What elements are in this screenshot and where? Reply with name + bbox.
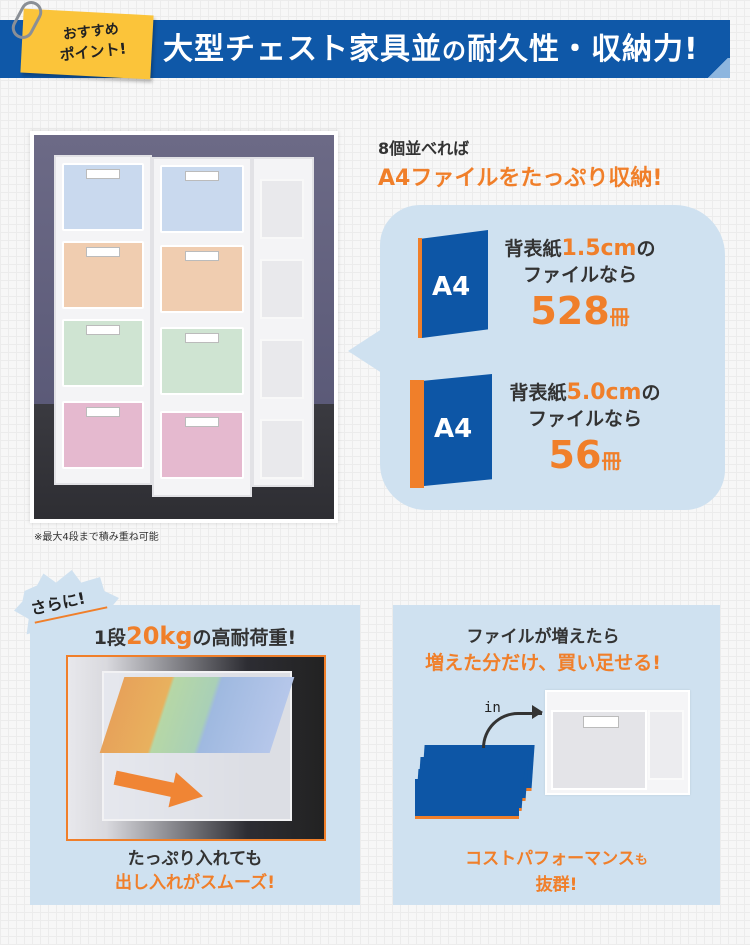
stacking-note: ※最大4段まで積み重ね可能 bbox=[34, 532, 159, 543]
book-cover bbox=[422, 230, 488, 338]
title-part2: 耐久性・収納力! bbox=[467, 32, 699, 67]
file-stack-icon bbox=[415, 745, 535, 825]
spec-suffix: の bbox=[636, 238, 656, 260]
expand-title-line1: ファイルが増えたら bbox=[466, 627, 620, 647]
drawer-handle bbox=[185, 171, 219, 181]
spec-suffix: の bbox=[641, 382, 661, 404]
expand-caption: コストパフォーマンスも 抜群! bbox=[393, 847, 720, 897]
expand-caption-small: も bbox=[634, 853, 648, 868]
stacked-file bbox=[415, 779, 519, 819]
spec-unit: 冊 bbox=[609, 305, 630, 329]
product-photo bbox=[34, 135, 334, 519]
spec-thickness: 5.0cm bbox=[566, 380, 642, 405]
drawer bbox=[160, 327, 244, 395]
capacity-spec-2: 背表紙5.0cmの ファイルなら 56冊 bbox=[495, 380, 675, 484]
book-spine bbox=[418, 238, 422, 338]
capacity-spec-1: 背表紙1.5cmの ファイルなら 528冊 bbox=[490, 236, 670, 340]
load-title-prefix: 1段 bbox=[93, 627, 126, 649]
side-panel bbox=[260, 179, 304, 239]
drawer-handle bbox=[86, 407, 120, 417]
spec-prefix: 背表紙 bbox=[509, 382, 567, 404]
open-drawer bbox=[99, 671, 295, 821]
drawer bbox=[62, 319, 144, 387]
drawer bbox=[160, 165, 244, 233]
chest-right-front bbox=[152, 157, 252, 497]
spec-unit: 冊 bbox=[601, 449, 622, 473]
drawer-handle bbox=[86, 169, 120, 179]
unit-side bbox=[648, 710, 684, 780]
spec-count: 528 bbox=[530, 289, 610, 333]
drawer-handle bbox=[583, 716, 619, 728]
side-panel bbox=[260, 419, 304, 479]
hanging-files bbox=[99, 677, 295, 753]
load-caption-line1: たっぷり入れても bbox=[127, 849, 263, 869]
drawer-handle bbox=[185, 251, 219, 261]
expand-caption-main: コストパフォーマンス bbox=[465, 849, 635, 869]
page-title: 大型チェスト家具並の耐久性・収納力! bbox=[163, 30, 699, 70]
chest-right-side bbox=[252, 157, 314, 487]
drawer bbox=[62, 163, 144, 231]
drawer-handle bbox=[185, 417, 219, 427]
drawer bbox=[62, 401, 144, 469]
drawer bbox=[160, 411, 244, 479]
banner-fold bbox=[706, 58, 730, 78]
expand-caption-line2: 抜群! bbox=[535, 875, 578, 895]
a4-file-icon-thick: A4 bbox=[410, 370, 496, 490]
slide-arrow-icon bbox=[111, 760, 207, 814]
book-spine bbox=[410, 380, 424, 488]
title-part1: 大型チェスト家具並 bbox=[163, 32, 442, 67]
capacity-headline: A4ファイルをたっぷり収納! bbox=[378, 166, 663, 191]
arrow-head-icon bbox=[532, 705, 543, 719]
a4-file-icon-thin: A4 bbox=[418, 230, 490, 340]
side-panel bbox=[260, 259, 304, 319]
spec-thickness: 1.5cm bbox=[561, 236, 637, 261]
book-cover bbox=[424, 374, 492, 486]
book-label: A4 bbox=[434, 414, 473, 444]
load-caption-line2: 出し入れがスムーズ! bbox=[115, 873, 275, 893]
drawer bbox=[160, 245, 244, 313]
load-title-suffix: の高耐荷重! bbox=[192, 627, 297, 649]
capacity-lead: 8個並べれば bbox=[378, 139, 470, 158]
expand-title-line2: 増えた分だけ、買い足せる! bbox=[425, 652, 661, 674]
side-panel bbox=[260, 339, 304, 399]
product-photo-frame bbox=[30, 131, 338, 523]
single-drawer-unit bbox=[545, 690, 690, 795]
load-title-value: 20kg bbox=[126, 622, 193, 650]
title-no: の bbox=[442, 37, 467, 65]
drawer bbox=[62, 241, 144, 309]
spec-line2: ファイルなら bbox=[527, 408, 642, 430]
drawer-handle bbox=[185, 333, 219, 343]
drawer-open-photo bbox=[66, 655, 326, 841]
drawer-handle bbox=[86, 247, 120, 257]
spec-count: 56 bbox=[548, 433, 602, 477]
book-label: A4 bbox=[432, 272, 471, 302]
unit-front bbox=[551, 710, 647, 790]
drawer-handle bbox=[86, 325, 120, 335]
in-arrow-label: in bbox=[484, 700, 501, 716]
spec-line2: ファイルなら bbox=[522, 264, 637, 286]
chest-left bbox=[54, 155, 152, 485]
spec-prefix: 背表紙 bbox=[504, 238, 562, 260]
load-caption: たっぷり入れても 出し入れがスムーズ! bbox=[30, 847, 360, 895]
load-title: 1段20kgの高耐荷重! bbox=[30, 622, 360, 650]
